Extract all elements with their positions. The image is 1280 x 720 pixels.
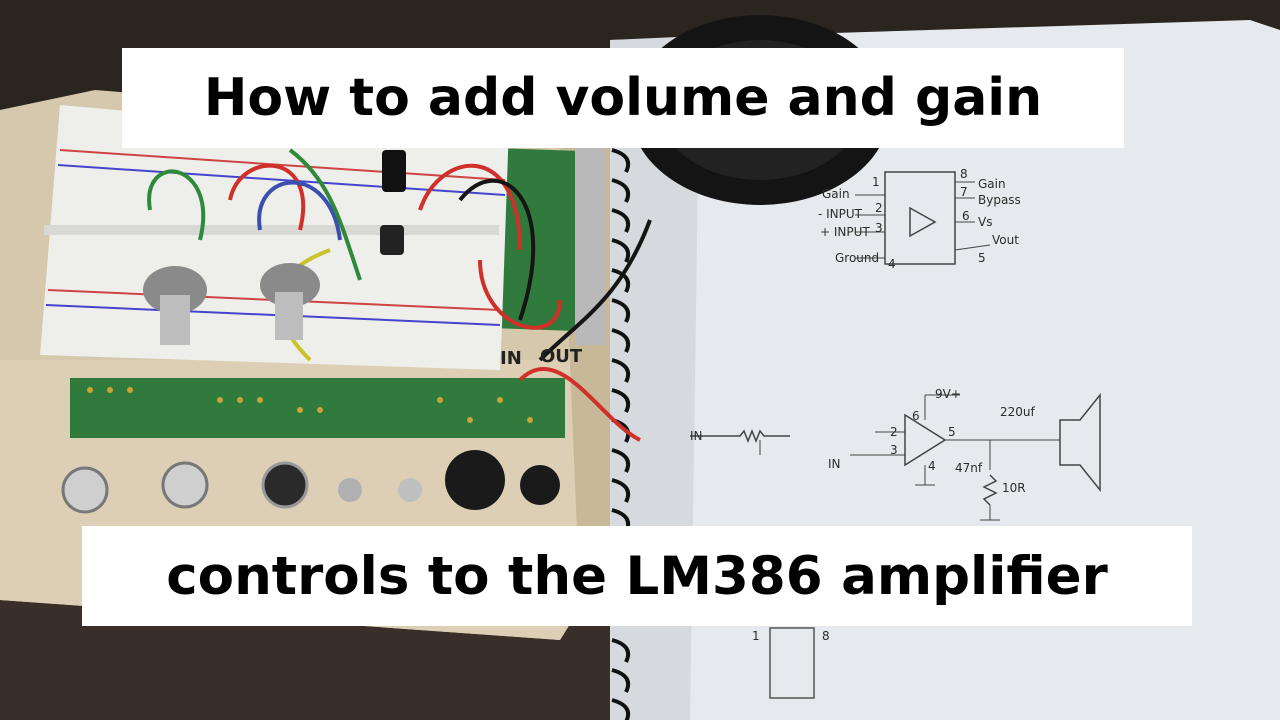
potentiometer-volume (143, 266, 207, 345)
label-in-2: IN (828, 457, 841, 471)
amp-pin-6: 6 (912, 409, 920, 423)
label-9v-supply: 9V+ (935, 387, 961, 401)
perfboard (70, 378, 565, 438)
amp-pin-3: 3 (890, 443, 898, 457)
pin-label-input-plus: + INPUT (820, 225, 870, 239)
capacitor-small (380, 225, 404, 255)
label-47nf: 47nf (955, 461, 983, 475)
label-in-1: IN (690, 429, 703, 443)
amp-pin-4: 4 (928, 459, 936, 473)
pin-number-8: 8 (960, 167, 968, 181)
lm386-pinout-diagram: Gain 1 8 Gain 7 Bypass - INPUT 2 6 Vs + … (818, 167, 1021, 271)
board-label-in: IN (500, 348, 522, 369)
amplifier-circuit-diagram: 9V+ 220uf IN IN 47nf 10R 6 2 3 4 5 (690, 387, 1101, 521)
pin-label-bypass: Bypass (978, 193, 1021, 207)
pin-number-3: 3 (875, 221, 883, 235)
caption-line-1: How to add volume and gain (122, 48, 1124, 148)
potentiometer-gain (260, 263, 320, 340)
board-label-out: OUT (540, 346, 583, 367)
electrolytic-capacitor (382, 150, 406, 192)
pin-label-gain-right: Gain (978, 177, 1006, 191)
pin-number-4: 4 (888, 257, 896, 271)
jumper-wires (147, 148, 652, 442)
pin-number-2: 2 (875, 201, 883, 215)
pin-label-vout: Vout (992, 233, 1019, 247)
amp-pin-5: 5 (948, 425, 956, 439)
lower-pin-1: 1 (752, 629, 760, 643)
pin-label-ground: Ground (835, 251, 879, 265)
pin-number-1: 1 (872, 175, 880, 189)
spiral-binding (611, 148, 631, 720)
lower-pin-8: 8 (822, 629, 830, 643)
caption-line-2: controls to the LM386 amplifier (82, 526, 1192, 626)
pin-label-vs: Vs (978, 215, 992, 229)
label-10r: 10R (1002, 481, 1026, 495)
amp-pin-2: 2 (890, 425, 898, 439)
pin-label-gain-left: Gain (822, 187, 850, 201)
label-220uf: 220uf (1000, 405, 1036, 419)
pin-number-7: 7 (960, 185, 968, 199)
footswitches (61, 450, 560, 514)
lower-pinout-sketch: 1 8 (752, 627, 830, 699)
pin-label-input-minus: - INPUT (818, 207, 863, 221)
pin-number-5: 5 (978, 251, 986, 265)
pin-number-6: 6 (962, 209, 970, 223)
